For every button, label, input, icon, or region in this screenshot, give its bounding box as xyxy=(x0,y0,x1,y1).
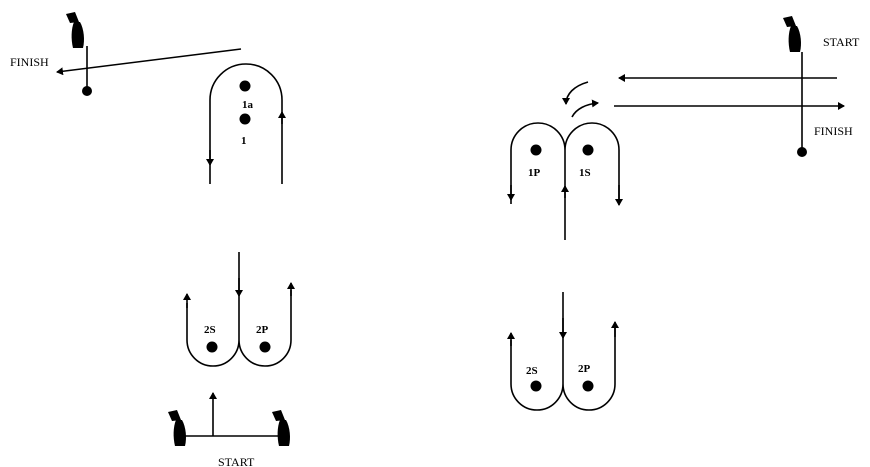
right-course: START FINISH 1P 1S 2S 2P xyxy=(507,16,860,411)
mark-1a-dot xyxy=(239,80,251,92)
right-pin-mark xyxy=(797,147,807,157)
mark-1p-dot xyxy=(530,144,542,156)
mark-2s-label: 2S xyxy=(204,324,216,336)
left-course: FINISH 1a 1 2S 2P START xyxy=(10,12,295,467)
start-boat-left-icon xyxy=(168,410,186,446)
left-top-rounding-path xyxy=(209,63,283,184)
committee-boat-icon xyxy=(783,16,801,52)
mark-2p-dot xyxy=(259,341,271,353)
finish-boat-icon xyxy=(66,12,84,48)
mark-2s-dot-right xyxy=(530,380,542,392)
finish-pin-mark xyxy=(82,86,92,96)
mark-2s-dot xyxy=(206,341,218,353)
mark-1p-label: 1P xyxy=(528,167,541,179)
mark-1s-label: 1S xyxy=(579,167,591,179)
mark-1-dot xyxy=(239,113,251,125)
mark-1-label: 1 xyxy=(241,135,247,147)
curved-arrow-left xyxy=(562,81,589,105)
mark-2p-label: 2P xyxy=(256,324,269,336)
curved-arrow-right xyxy=(571,99,599,118)
left-finish-label: FINISH xyxy=(10,55,49,69)
mark-2p-dot-right xyxy=(582,380,594,392)
finish-line-arrow xyxy=(56,48,242,76)
mark-2p-label-right: 2P xyxy=(578,363,591,375)
mark-1s-dot xyxy=(582,144,594,156)
left-start-label: START xyxy=(218,455,255,467)
start-boat-right-icon xyxy=(272,410,290,446)
mark-1a-label: 1a xyxy=(242,99,254,111)
right-finish-label: FINISH xyxy=(814,124,853,138)
right-start-label: START xyxy=(823,35,860,49)
mark-2s-label-right: 2S xyxy=(526,365,538,377)
